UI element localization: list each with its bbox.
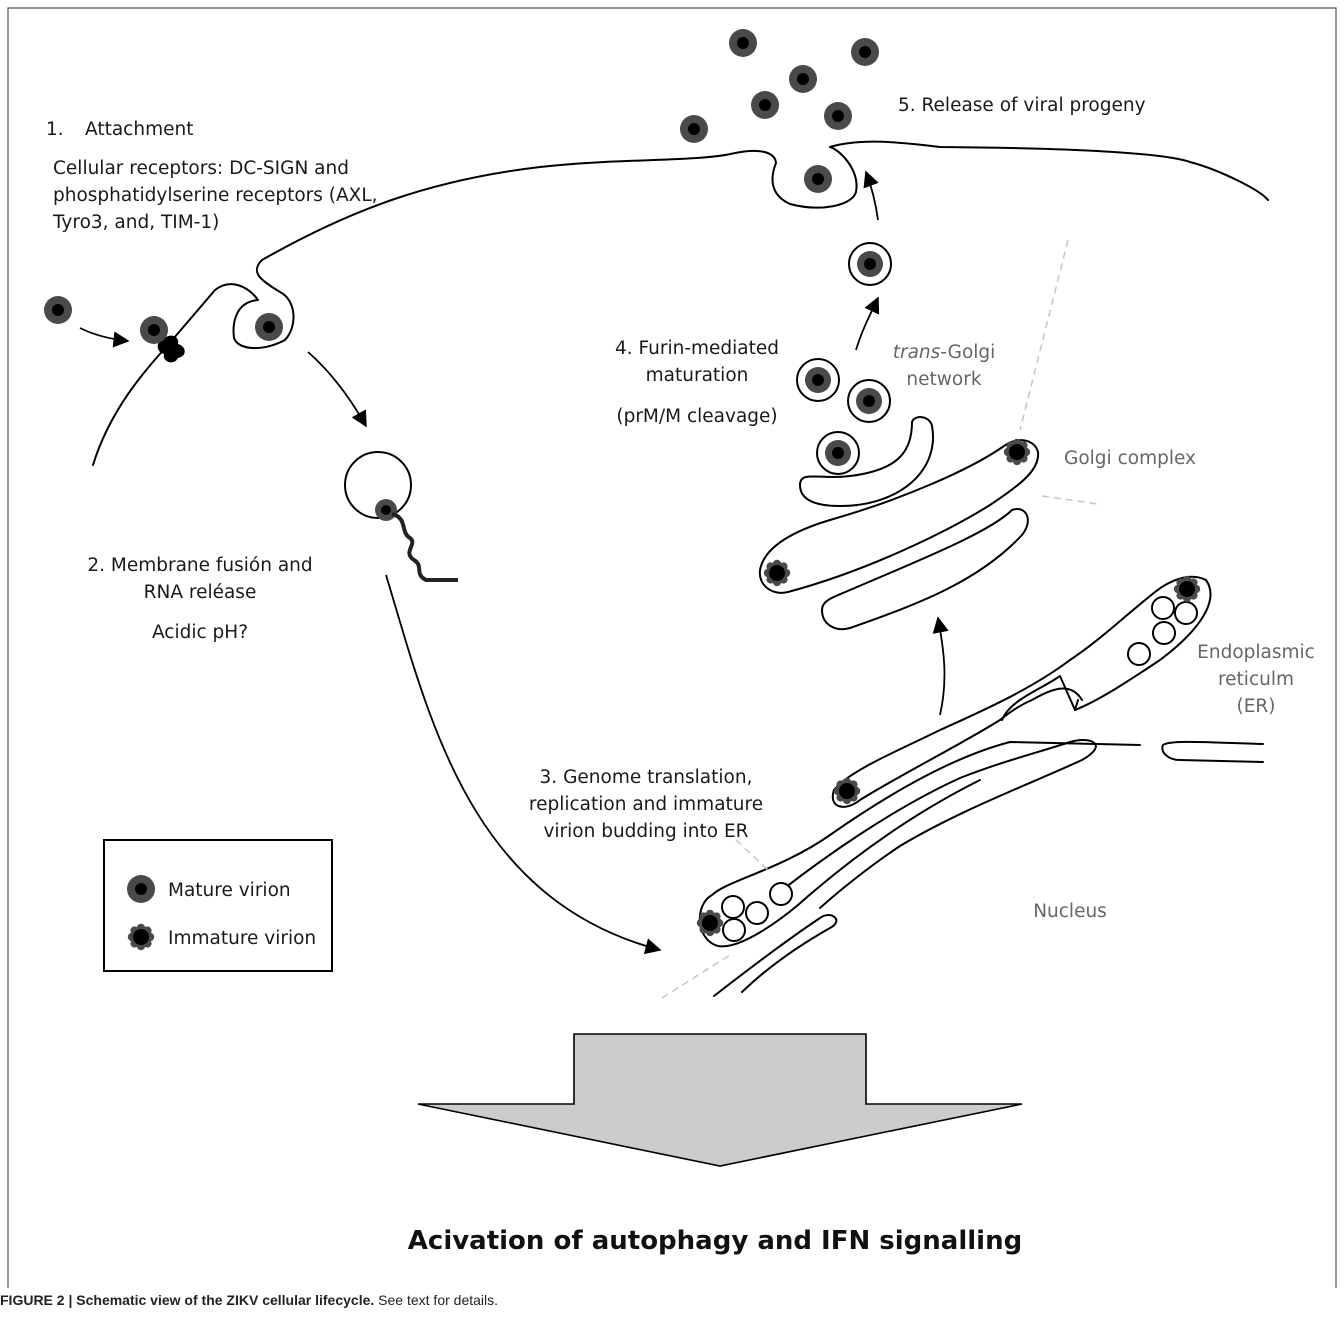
secretory-vesicle bbox=[816, 431, 860, 475]
immature-virion bbox=[1003, 438, 1031, 466]
mature-virion bbox=[375, 499, 397, 521]
maturation-arrow bbox=[855, 296, 880, 351]
exocytosis-arrow bbox=[863, 170, 879, 221]
er-to-golgi-arrow bbox=[932, 616, 949, 716]
trans-golgi-italic: trans bbox=[893, 342, 941, 363]
legend-immature-label: Immature virion bbox=[168, 928, 316, 949]
mature-virion bbox=[804, 165, 832, 193]
maturation-label-line-2: maturation bbox=[646, 365, 749, 386]
attachment-step: 1. Attachment Cellular receptors: DC-SIG… bbox=[46, 119, 378, 233]
zikv-lifecycle-diagram: 1. Attachment Cellular receptors: DC-SIG… bbox=[7, 7, 1337, 1288]
fusion-step: 2. Membrane fusión and RNA reléase Acidi… bbox=[87, 555, 312, 643]
mature-virion bbox=[789, 65, 817, 93]
secretory-vesicle bbox=[796, 358, 840, 402]
release-label: 5. Release of viral progeny bbox=[898, 95, 1146, 116]
er-label: Endoplasmic reticulm (ER) bbox=[1197, 642, 1315, 717]
endosome bbox=[344, 451, 412, 519]
translation-label-line-2: replication and immature bbox=[529, 794, 763, 815]
caption-bold: FIGURE 2 | Schematic view of the ZIKV ce… bbox=[0, 1292, 375, 1308]
attachment-number: 1. bbox=[46, 119, 64, 140]
golgi-label: Golgi complex bbox=[1064, 448, 1196, 469]
mature-virion bbox=[44, 296, 72, 324]
mature-virion bbox=[140, 316, 168, 344]
mature-virion bbox=[851, 38, 879, 66]
attachment-title: Attachment bbox=[85, 119, 193, 140]
cleavage-label: (prM/M cleavage) bbox=[616, 406, 777, 427]
immature-virions bbox=[696, 438, 1201, 937]
internalization-arrow bbox=[307, 351, 367, 428]
maturation-label-line-1: 4. Furin-mediated bbox=[615, 338, 779, 359]
er-label-line-2: reticulm bbox=[1218, 669, 1294, 690]
immature-virion bbox=[696, 909, 724, 937]
to-er-arrow bbox=[385, 574, 662, 955]
trans-golgi-rest: -Golgi bbox=[940, 342, 995, 363]
er-label-line-1: Endoplasmic bbox=[1197, 642, 1315, 663]
immature-virion bbox=[833, 777, 861, 805]
attachment-receptors-line-3: Tyro3, and, TIM-1) bbox=[52, 212, 219, 233]
er-budding-vesicles bbox=[721, 596, 1198, 942]
nucleus-label: Nucleus bbox=[1033, 901, 1107, 922]
released-rna-strand bbox=[391, 512, 458, 582]
trans-golgi-pointer-line bbox=[1019, 239, 1069, 431]
nucleus-boundary-line bbox=[661, 954, 731, 999]
mature-virion bbox=[255, 313, 283, 341]
released-virions bbox=[680, 29, 879, 193]
trans-golgi-label-line-2: network bbox=[906, 369, 981, 390]
immature-virion bbox=[763, 559, 791, 587]
maturation-step: 4. Furin-mediated maturation (prM/M clea… bbox=[615, 338, 779, 427]
fusion-label-line-1: 2. Membrane fusión and bbox=[87, 555, 312, 576]
golgi-pointer-line bbox=[1041, 495, 1099, 505]
legend-mature-icon bbox=[127, 875, 155, 903]
attachment-receptors-line-2: phosphatidylserine receptors (AXL, bbox=[53, 185, 378, 206]
translation-label-line-1: 3. Genome translation, bbox=[540, 767, 753, 788]
golgi-complex bbox=[758, 416, 1040, 630]
translation-step: 3. Genome translation, replication and i… bbox=[529, 767, 763, 842]
attachment-receptors-line-1: Cellular receptors: DC-SIGN and bbox=[53, 158, 349, 179]
secretory-vesicle bbox=[847, 379, 891, 423]
trans-golgi-label-line-1: trans-Golgi bbox=[893, 342, 996, 363]
secretory-vesicle bbox=[848, 242, 892, 286]
mature-virion bbox=[680, 115, 708, 143]
legend-mature-label: Mature virion bbox=[168, 880, 291, 901]
endoplasmic-reticulum bbox=[698, 575, 1264, 997]
mature-virion bbox=[824, 102, 852, 130]
immature-virion bbox=[1173, 575, 1201, 603]
acidic-ph-label: Acidic pH? bbox=[152, 622, 248, 643]
translation-pointer-line bbox=[735, 839, 769, 871]
outcome-arrow bbox=[417, 1033, 1023, 1167]
plasma-membrane bbox=[92, 140, 1269, 466]
approach-arrow bbox=[79, 327, 130, 348]
legend-box bbox=[103, 839, 333, 972]
immature-virion bbox=[127, 923, 155, 951]
mature-virion bbox=[751, 91, 779, 119]
legend: Mature virion Immature virion bbox=[103, 839, 333, 972]
fusion-label-line-2: RNA reléase bbox=[144, 582, 257, 603]
figure-caption: FIGURE 2 | Schematic view of the ZIKV ce… bbox=[0, 1292, 498, 1308]
cellular-receptor-shape bbox=[157, 335, 185, 363]
figure-frame bbox=[7, 7, 1337, 1288]
mature-virion bbox=[729, 29, 757, 57]
translation-label-line-3: virion budding into ER bbox=[543, 821, 748, 842]
legend-immature-icon bbox=[127, 923, 155, 951]
outcome-label: Acivation of autophagy and IFN signallin… bbox=[408, 1226, 1022, 1256]
caption-rest: See text for details. bbox=[374, 1292, 499, 1308]
er-label-line-3: (ER) bbox=[1237, 696, 1276, 717]
